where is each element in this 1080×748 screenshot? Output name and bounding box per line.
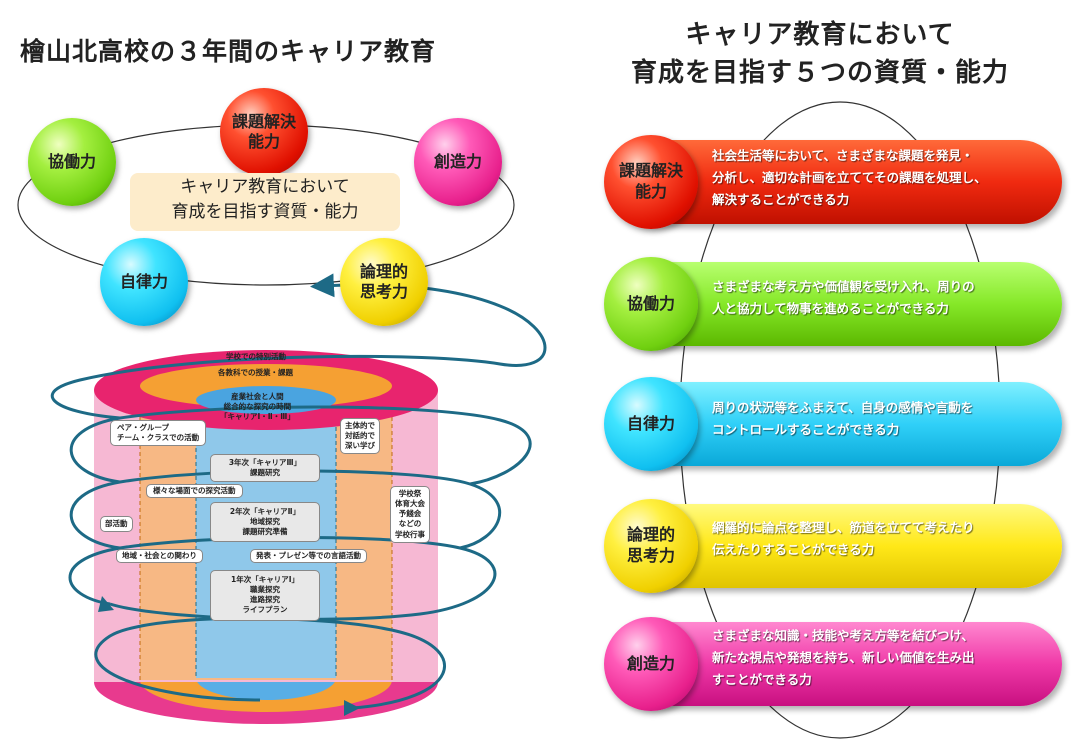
ability-desc-line: すことができる力 xyxy=(712,671,812,687)
cycle-center-line2: 育成を目指す資質・能力 xyxy=(171,201,359,222)
label-line: 予餞会 xyxy=(398,509,422,519)
ability-desc-line: 分析し、適切な計画を立ててその課題を処理し、 xyxy=(712,169,987,185)
label-line: 進路探究 xyxy=(250,595,280,605)
label-line: 2年次「キャリアⅡ」 xyxy=(229,507,301,516)
ability-sphere-jiritsu: 自律力 xyxy=(604,377,698,471)
label-line: 対話的で xyxy=(345,431,375,441)
sphere-label: 課題解決 xyxy=(231,112,296,131)
bukatsu-label: 部活動 xyxy=(100,516,133,533)
ability-sphere-sozo: 創造力 xyxy=(604,617,698,711)
spiral-arrow-head-bottom xyxy=(344,700,360,716)
label-line: 3年次「キャリアⅢ」 xyxy=(228,458,302,467)
inner-label-line: 産業社会と人間 xyxy=(231,392,284,401)
ability-desc-line: さまざまな考え方や価値観を受け入れ、周りの xyxy=(712,279,975,294)
sphere-label: 思考力 xyxy=(359,282,408,301)
inner-label-line: 「キャリアⅠ・Ⅱ・Ⅲ」 xyxy=(220,412,295,422)
label-line: 学校祭 xyxy=(398,489,422,498)
ability-desc-line: コントロールすることができる力 xyxy=(712,421,900,437)
label-line: 職業探究 xyxy=(250,585,280,595)
sphere-jiritsu: 自律力 xyxy=(100,238,188,326)
label-line: 課題研究準備 xyxy=(242,527,288,537)
ability-desc-ronri: 網羅的に論点を整理し、筋道を立てて考えたり 伝えたりすることができる力 xyxy=(712,517,1047,561)
label-line: 主体的で xyxy=(345,421,375,430)
community-label: 地域・社会との関わり xyxy=(116,549,203,564)
label-line: 深い学び xyxy=(345,441,375,451)
spiral-arrow-head-mid xyxy=(98,596,114,612)
ability-sphere-kadai: 課題解決能力 xyxy=(604,135,698,229)
ability-desc-kadai: 社会生活等において、さまざまな課題を発見・ 分析し、適切な計画を立ててその課題を… xyxy=(712,145,1047,211)
sphere-label: 創造力 xyxy=(433,152,482,171)
various-activities-label: 様々な場面での探究活動 xyxy=(146,484,243,499)
ability-name: 創造力 xyxy=(626,653,675,673)
cycle-center-line1: キャリア教育において xyxy=(180,177,350,197)
sphere-label: 論理的 xyxy=(359,262,408,281)
outer-layer-label: 学校での特別活動 xyxy=(226,352,286,361)
sphere-kyodo: 協働力 xyxy=(28,118,116,206)
label-line: などの xyxy=(398,519,422,529)
ability-sphere-kyodo: 協働力 xyxy=(604,257,698,351)
sphere-ronri: 論理的思考力 xyxy=(340,238,428,326)
ability-name: 課題解決 xyxy=(618,161,683,181)
ability-name: 能力 xyxy=(634,182,667,201)
left-title: 檜山北高校の３年間のキャリア教育 xyxy=(20,37,437,66)
ability-desc-line: 伝えたりすることができる力 xyxy=(712,541,875,557)
ability-name: 思考力 xyxy=(626,546,675,565)
shutaiteki-label: 主体的で 対話的で 深い学び xyxy=(340,418,380,455)
year3-label: 3年次「キャリアⅢ」 課題研究 xyxy=(210,454,320,483)
label-line: 課題研究 xyxy=(250,468,280,478)
label-line: 1年次「キャリアⅠ」 xyxy=(230,575,299,584)
sphere-label: 協働力 xyxy=(47,152,96,171)
ability-desc-line: 網羅的に論点を整理し、筋道を立てて考えたり xyxy=(712,520,975,535)
ability-desc-line: 周りの状況等をふまえて、自身の感情や言動を xyxy=(712,400,974,415)
ability-desc-line: さまざまな知識・技能や考え方等を結びつけ、 xyxy=(712,628,974,643)
sphere-label: 自律力 xyxy=(119,272,168,291)
sphere-sozo: 創造力 xyxy=(414,118,502,206)
sphere-label: 能力 xyxy=(247,132,280,151)
right-title-line2: 育成を目指す５つの資質・能力 xyxy=(630,58,1009,88)
ability-name: 論理的 xyxy=(626,525,675,545)
label-line: チーム・クラスでの活動 xyxy=(117,433,200,443)
pair-group-label: ペア・グループ チーム・クラスでの活動 xyxy=(110,420,207,447)
ability-desc-line: 解決することができる力 xyxy=(712,191,850,207)
label-line: 地域探究 xyxy=(250,517,280,527)
label-line: ライフプラン xyxy=(242,605,288,615)
label-line: 学校行事 xyxy=(395,529,425,539)
presentation-label: 発表・プレゼン等での言語活動 xyxy=(250,549,367,564)
ability-desc-line: 人と協力して物事を進めることができる力 xyxy=(712,300,949,316)
ability-name: 協働力 xyxy=(626,293,675,313)
ability-desc-sozo: さまざまな知識・技能や考え方等を結びつけ、 新たな視点や発想を持ち、新しい価値を… xyxy=(712,625,1047,691)
right-title-line1: キャリア教育において xyxy=(685,20,955,50)
label-line: 体育大会 xyxy=(395,499,425,509)
ability-desc-kyodo: さまざまな考え方や価値観を受け入れ、周りの 人と協力して物事を進めることができる… xyxy=(712,276,1047,320)
inner-layer-label: 産業社会と人間 総合的な探究の時間 「キャリアⅠ・Ⅱ・Ⅲ」 xyxy=(220,392,295,422)
sphere-kadai-kaiketsu: 課題解決能力 xyxy=(220,88,308,176)
ability-desc-line: 新たな視点や発想を持ち、新しい価値を生み出 xyxy=(712,649,975,665)
ability-name: 自律力 xyxy=(626,413,675,433)
year2-label: 2年次「キャリアⅡ」 地域探究 課題研究準備 xyxy=(210,502,320,543)
cycle-center-box: キャリア教育において 育成を目指す資質・能力 xyxy=(130,173,400,231)
ability-sphere-ronri: 論理的思考力 xyxy=(604,499,698,593)
ability-desc-line: 社会生活等において、さまざまな課題を発見・ xyxy=(712,148,974,163)
year1-label: 1年次「キャリアⅠ」 職業探究 進路探究 ライフプラン xyxy=(210,570,320,621)
label-line: ペア・グループ xyxy=(117,423,170,432)
inner-label-line: 総合的な探究の時間 xyxy=(223,402,292,412)
middle-layer-label: 各教科での授業・課題 xyxy=(218,368,293,377)
school-events-label: 学校祭 体育大会 予餞会 などの 学校行事 xyxy=(390,486,430,543)
ability-desc-jiritsu: 周りの状況等をふまえて、自身の感情や言動を コントロールすることができる力 xyxy=(712,397,1047,441)
